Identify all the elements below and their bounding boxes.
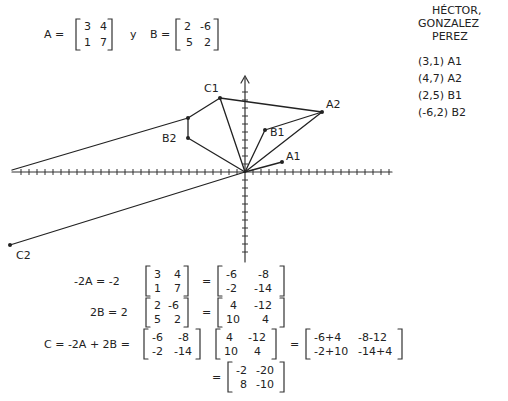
equation-text: 10 bbox=[226, 313, 240, 326]
vector-label: C1 bbox=[204, 82, 219, 95]
author-name: PEREZ bbox=[432, 30, 468, 43]
equation-text: B = bbox=[150, 28, 170, 41]
equation-text: = bbox=[202, 275, 211, 288]
equation-text: 2 bbox=[174, 313, 181, 326]
equation-text: 4 bbox=[230, 299, 237, 312]
equation-text: -8-12 bbox=[358, 331, 387, 344]
equation-text: -14 bbox=[254, 282, 272, 295]
equation-text: -2A = -2 bbox=[74, 275, 120, 288]
equation-text: A = bbox=[44, 28, 64, 41]
equation-text: -20 bbox=[256, 364, 274, 377]
equation-text: = bbox=[290, 338, 299, 351]
equation-text: C = -2A + 2B = bbox=[44, 338, 130, 351]
vector-label: A2 bbox=[326, 98, 341, 111]
equation-text: -8 bbox=[258, 268, 269, 281]
equation-text: -2 bbox=[236, 364, 247, 377]
equation-text: 4 bbox=[100, 20, 107, 33]
equation-text: 2 bbox=[204, 36, 211, 49]
equation-text: 7 bbox=[174, 282, 181, 295]
equation-text: 8 bbox=[240, 378, 247, 391]
equation-text: -6 bbox=[168, 299, 179, 312]
equation-text: -6 bbox=[200, 20, 211, 33]
equation-text: 3 bbox=[84, 20, 91, 33]
equation-text: -6 bbox=[226, 268, 237, 281]
equation-text: 2B = 2 bbox=[90, 306, 128, 319]
equation-text: = bbox=[212, 371, 221, 384]
vector-label: A1 bbox=[286, 150, 301, 163]
equation-text: 10 bbox=[224, 345, 238, 358]
author-name: HÉCTOR, bbox=[432, 4, 481, 17]
equation-text: -2 bbox=[226, 282, 237, 295]
equation-text: 2 bbox=[184, 20, 191, 33]
equation-text: -2+10 bbox=[314, 345, 348, 358]
equation-text: -12 bbox=[254, 299, 272, 312]
vector-label: B2 bbox=[162, 132, 177, 145]
point-coordinate: (-6,2) B2 bbox=[418, 106, 466, 119]
equation-text: -10 bbox=[256, 378, 274, 391]
point-coordinate: (3,1) A1 bbox=[418, 55, 462, 68]
equation-text: 7 bbox=[100, 36, 107, 49]
vector-label: B1 bbox=[270, 126, 285, 139]
equation-text: y bbox=[130, 28, 137, 41]
equation-text: 4 bbox=[262, 313, 269, 326]
equation-text: 5 bbox=[186, 36, 193, 49]
equation-text: 1 bbox=[154, 282, 161, 295]
equation-text: -2 bbox=[152, 345, 163, 358]
equation-text: -6 bbox=[152, 331, 163, 344]
equation-text: 4 bbox=[254, 345, 261, 358]
equation-text: 1 bbox=[84, 36, 91, 49]
point-coordinate: (4,7) A2 bbox=[418, 72, 462, 85]
equation-text: = bbox=[202, 306, 211, 319]
equation-text: -12 bbox=[248, 331, 266, 344]
equation-text: 4 bbox=[226, 331, 233, 344]
equation-text: -8 bbox=[178, 331, 189, 344]
point-coordinate: (2,5) B1 bbox=[418, 89, 462, 102]
equation-text: -14 bbox=[174, 345, 192, 358]
author-name: GONZALEZ bbox=[418, 17, 479, 30]
equation-text: 5 bbox=[154, 313, 161, 326]
equation-text: 4 bbox=[174, 268, 181, 281]
equation-text: 2 bbox=[154, 299, 161, 312]
equation-text: 3 bbox=[154, 268, 161, 281]
equation-text: -6+4 bbox=[314, 331, 341, 344]
equation-text: -14+4 bbox=[358, 345, 392, 358]
vector-label: C2 bbox=[16, 249, 31, 262]
